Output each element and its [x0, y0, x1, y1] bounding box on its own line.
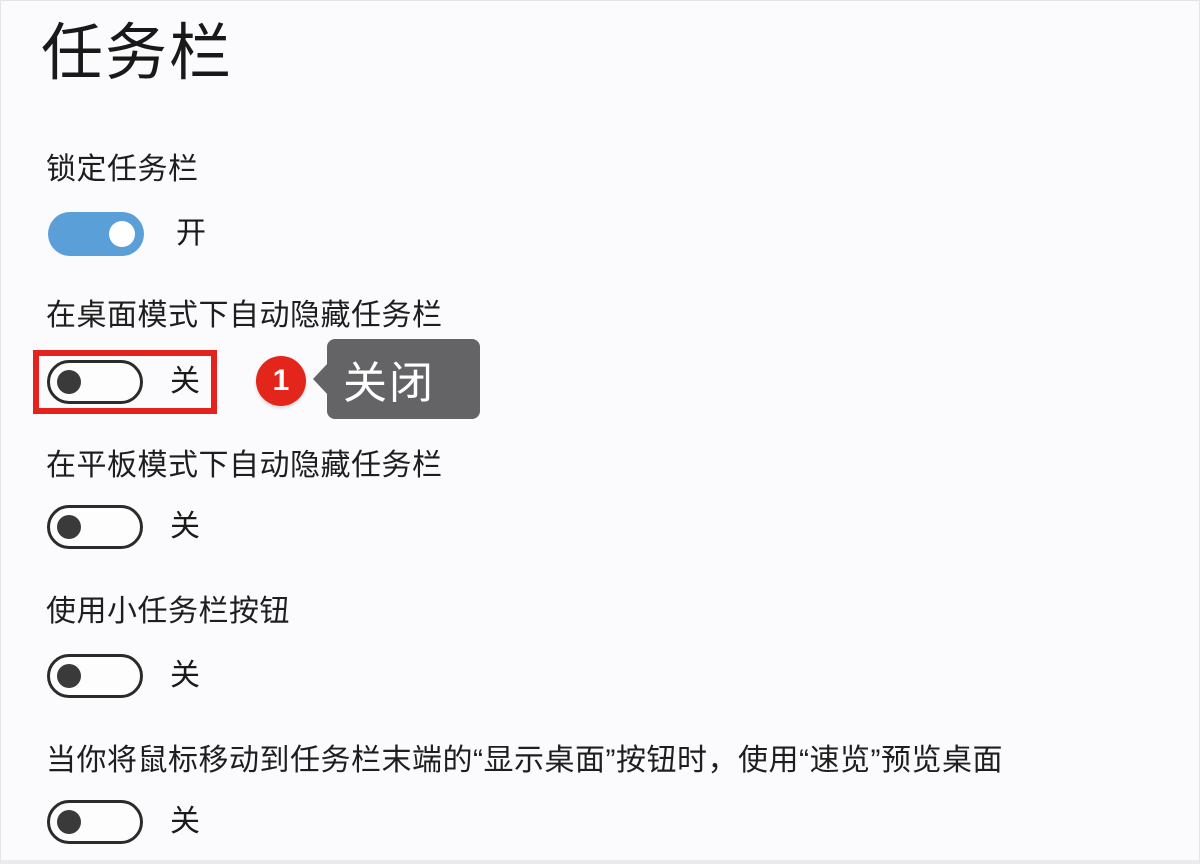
tooltip-arrow-icon [313, 363, 328, 395]
toggle-knob [57, 370, 81, 394]
toggle-state-label-autohide-tablet: 关 [170, 510, 200, 543]
setting-label-autohide-desktop: 在桌面模式下自动隐藏任务栏 [46, 299, 443, 332]
setting-label-autohide-tablet: 在平板模式下自动隐藏任务栏 [46, 449, 443, 482]
toggle-state-label-small-buttons: 关 [170, 659, 200, 692]
setting-label-lock-taskbar: 锁定任务栏 [46, 153, 199, 186]
toggle-knob [57, 515, 81, 539]
toggle-state-label-peek-preview: 关 [170, 805, 200, 838]
toggle-knob [57, 664, 81, 688]
toggle-lock-taskbar[interactable] [48, 212, 144, 256]
toggle-autohide-tablet[interactable] [47, 505, 143, 549]
annotation-step-badge: 1 [256, 356, 306, 406]
toggle-autohide-desktop[interactable] [47, 360, 143, 404]
toggle-knob [109, 221, 135, 247]
toggle-small-buttons[interactable] [47, 654, 143, 698]
toggle-peek-preview[interactable] [47, 800, 143, 844]
toggle-state-label-lock-taskbar: 开 [176, 217, 206, 250]
setting-label-peek-preview: 当你将鼠标移动到任务栏末端的“显示桌面”按钮时，使用“速览”预览桌面 [46, 744, 1003, 777]
toggle-knob [57, 810, 81, 834]
page-title: 任务栏 [41, 19, 234, 88]
tooltip-label: 关闭 [343, 359, 435, 408]
setting-label-small-buttons: 使用小任务栏按钮 [46, 595, 290, 628]
annotation-tooltip: 关闭 [313, 339, 480, 419]
toggle-state-label-autohide-desktop: 关 [170, 365, 200, 398]
